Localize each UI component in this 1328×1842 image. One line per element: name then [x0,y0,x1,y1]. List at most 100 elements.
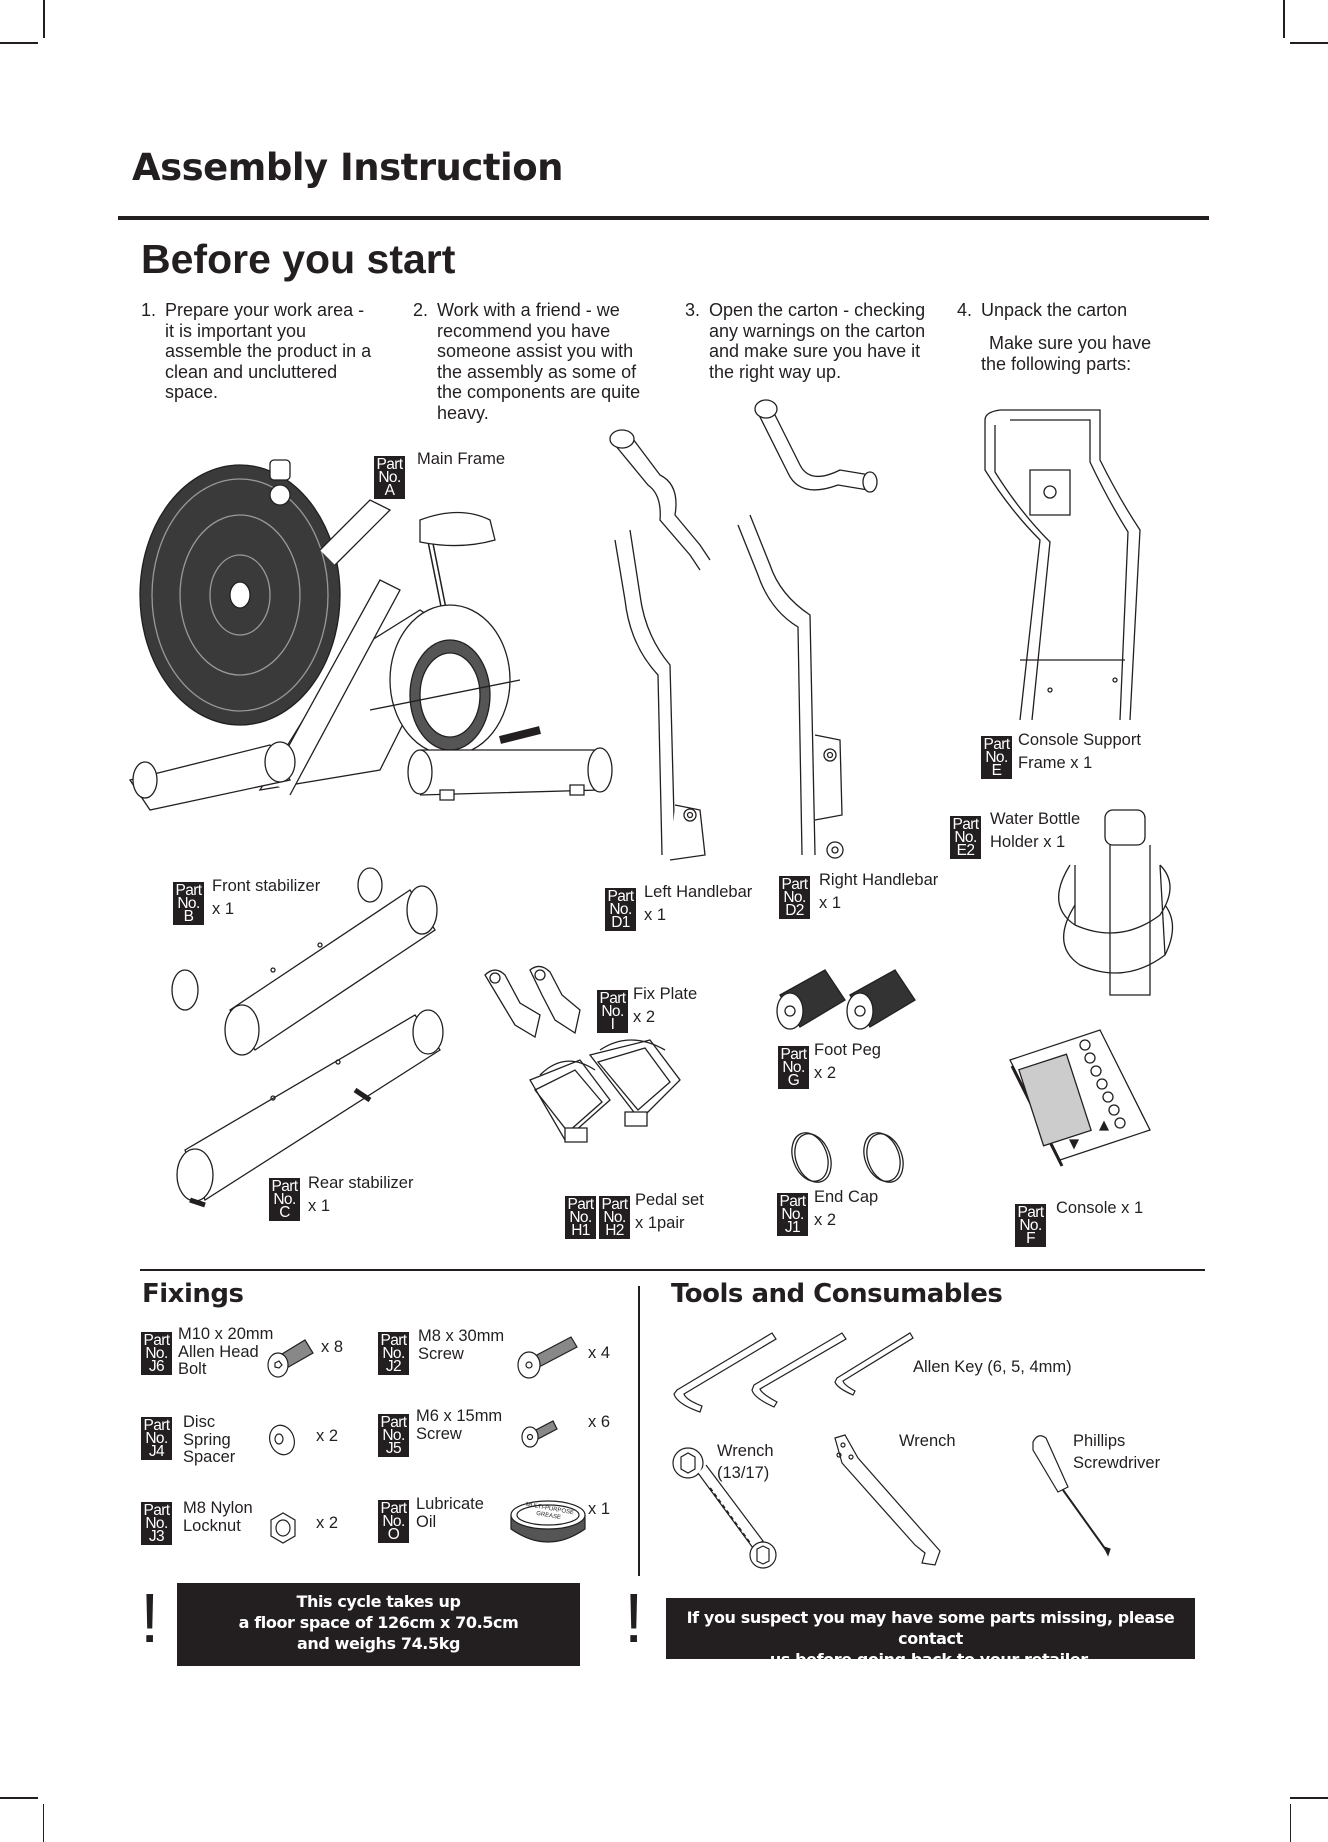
fixing-qty-j5: x 6 [588,1413,611,1431]
right-handlebar-illustration [730,395,880,865]
step-text: Work with a friend - we recommend you ha… [437,300,641,423]
fixing-qty-j2: x 4 [588,1344,611,1362]
allen-key-5mm [752,1333,846,1407]
crop-mark [43,1804,44,1842]
header-rule [118,216,1209,220]
missing-parts-notice: If you suspect you may have some parts m… [666,1598,1195,1669]
crop-mark [0,1797,38,1799]
exclamation-icon: ! [140,1579,160,1657]
grease-tub-icon [508,1497,588,1547]
tool-label-allen-key: Allen Key (6, 5, 4mm) [913,1358,1072,1376]
tool-label-wrench: Wrench [899,1432,956,1450]
pedal-set-illustration [520,1040,700,1160]
step-subtext: Make sure you have the following parts: [981,333,1152,374]
fixing-qty-j6: x 8 [321,1338,344,1356]
crop-mark [1290,1804,1291,1842]
fixing-qty-o: x 1 [588,1500,611,1518]
exclamation-icon: ! [624,1579,644,1657]
pedal-wrench-icon [830,1433,945,1568]
part-label-console: Console x 1 [1056,1199,1144,1217]
floor-space-notice: This cycle takes up a floor space of 126… [177,1583,580,1666]
step-number: 1. [141,300,157,320]
step-text: Prepare your work area - it is important… [165,300,372,402]
nylon-locknut-icon [266,1510,300,1546]
page-title: Assembly Instruction [132,146,563,189]
allen-key-4mm [835,1333,913,1395]
step-text: Open the carton - checking any warnings … [709,300,926,382]
fixing-qty-j3: x 2 [316,1514,339,1532]
crop-mark [1290,42,1328,44]
front-stabilizer-illustration [170,870,470,1050]
m6-screw-icon [520,1418,560,1448]
fan-wheel [140,465,340,725]
fix-plate-illustration [480,965,590,1040]
crop-mark [43,0,45,38]
allen-head-bolt-icon [265,1335,315,1380]
step-number: 2. [413,300,429,320]
fixings-title: Fixings [142,1279,244,1309]
disc-spring-spacer-icon [267,1422,299,1458]
allen-key-set-icon [672,1330,922,1420]
end-cap-illustration [790,1130,910,1185]
console-buttons [1080,1040,1125,1128]
m8-screw-icon [515,1335,580,1381]
main-frame-illustration [120,450,620,890]
crop-mark [1290,1797,1328,1799]
step-number: 3. [685,300,701,320]
tools-title: Tools and Consumables [671,1279,1003,1309]
step-text: Unpack the carton [981,300,1128,320]
phillips-screwdriver-icon [1028,1432,1113,1557]
step-number: 4. [957,300,973,320]
console-illustration [1010,1030,1170,1190]
rear-stabilizer-illustration [160,1010,450,1210]
column-divider [638,1286,640,1576]
section-title-before-you-start: Before you start [141,236,456,282]
tool-label-combination-wrench: Wrench(13/17) [717,1442,774,1482]
crop-mark [1283,0,1285,38]
combination-wrench-icon [668,1443,778,1573]
allen-key-6mm [674,1333,776,1412]
section-divider [140,1269,1205,1271]
left-handlebar-illustration [600,415,750,865]
foot-peg-illustration [770,965,930,1035]
console-support-frame-illustration [980,400,1180,730]
fixing-qty-j4: x 2 [316,1427,339,1445]
water-bottle-holder-illustration [1050,805,1180,1005]
